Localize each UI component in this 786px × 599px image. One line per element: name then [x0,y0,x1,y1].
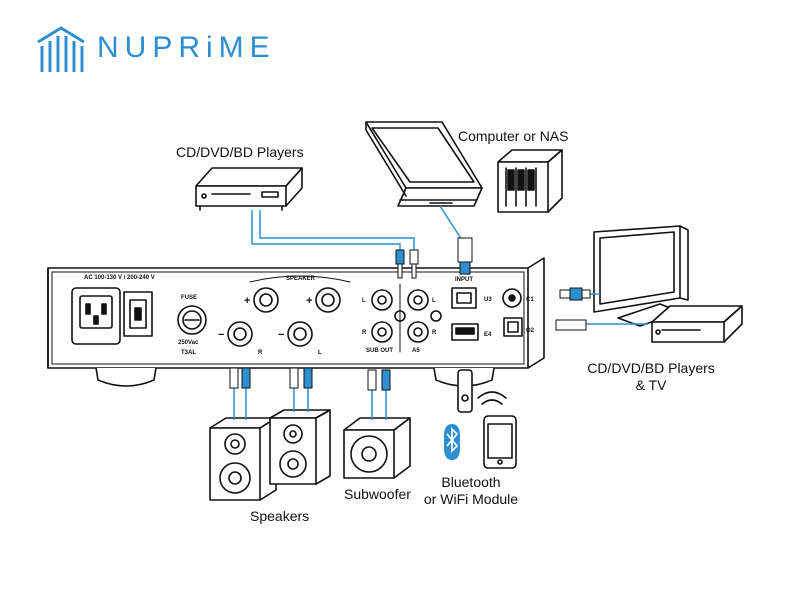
speaker-plus-left-label: + [306,295,312,307]
speaker-left-label: L [318,350,322,356]
optical-port [503,317,523,337]
coax-port [502,288,522,308]
rca-jacks [371,283,442,353]
u3-label: U3 [484,297,492,303]
rca-left-top-label: L [362,298,366,304]
speakers-label: Speakers [250,508,310,524]
cables [233,205,648,420]
usb-plug [457,237,473,275]
nas-device [497,149,563,213]
input-label: INPUT [455,277,473,283]
rca-right-bottom-label: R [362,330,367,336]
bluetooth-label-line2: or WiFi Module [423,491,519,507]
bluetooth-label-line1: Bluetooth [441,474,501,490]
cd-right-label-line2: & TV [635,377,667,393]
laptop-device [365,121,483,207]
nuprime-logo-icon [37,26,85,72]
rca-plugs-top [395,249,419,279]
power-rating-label: AC 100-130 V / 200-240 V [84,275,155,281]
bluetooth-icon [444,424,460,460]
cd-top-label: CD/DVD/BD Players [176,144,304,160]
speaker-right-device [269,409,331,485]
usb-a-port [451,323,479,341]
speaker-right-label: R [258,350,263,356]
a5-label: A5 [412,348,420,354]
power-switch [123,291,153,337]
fuse-rating-label: 250Vac [178,340,199,346]
fuse-holder [177,305,207,335]
rca-right-a5-label: R [432,330,437,336]
computer-label: Computer or NAS [458,128,569,144]
fuse-type-label: T3AL [181,350,196,356]
speaker-header-label: SPEAKER [286,276,316,282]
cd-right-label: CD/DVD/BD Players & TV [586,360,716,394]
cd-player-right-device [651,305,743,343]
sub-out-label: SUB OUT [366,348,393,354]
phone-device [477,391,517,469]
usb-b-port [451,287,477,309]
speaker-plus-right-label: + [244,295,250,307]
brand-name: NUPRiME [97,31,276,64]
rca-plugs-bottom [229,367,391,391]
cd-player-top-device [195,167,303,211]
speaker-terminals [227,275,351,347]
e4-label: E4 [484,332,492,338]
subwoofer-device [343,417,411,479]
bluetooth-label: Bluetooth or WiFi Module [416,474,526,508]
power-inlet [71,287,121,345]
subwoofer-label: Subwoofer [344,486,411,502]
cd-right-label-line1: CD/DVD/BD Players [587,360,715,376]
speaker-left-device [209,417,277,501]
c1-label: C1 [526,297,534,303]
speaker-minus-left-label: − [278,329,284,341]
fuse-label: FUSE [181,295,197,301]
o2-label: O2 [526,328,535,334]
rca-left-a5-label: L [432,298,436,304]
right-plugs [555,287,591,331]
speaker-minus-right-label: − [218,329,224,341]
wifi-dongle [457,369,473,413]
